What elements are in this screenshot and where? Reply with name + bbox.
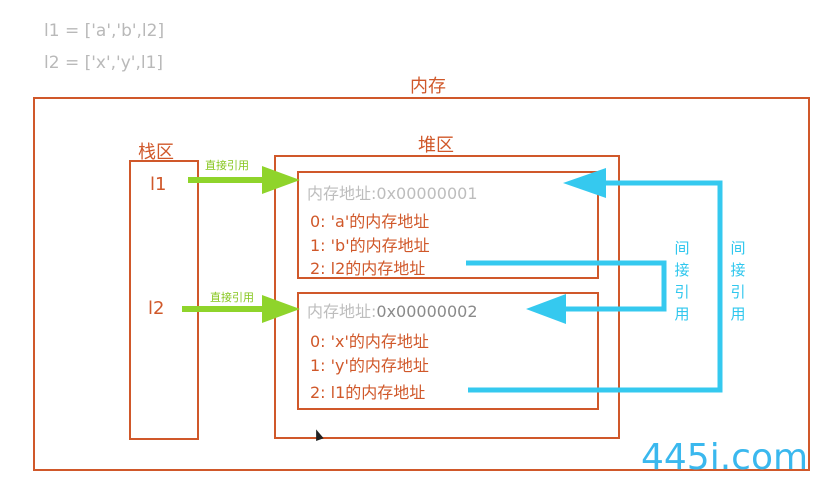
heap-label: 堆区	[418, 135, 454, 156]
object-l2-item-1: 1: 'y'的内存地址	[310, 356, 429, 375]
object-l2-item-2: 2: l1的内存地址	[310, 383, 426, 402]
indirect-ref-arrow-obj2-to-obj1	[468, 168, 723, 393]
stack-label: 栈区	[138, 142, 174, 163]
code-line-l1: l1 = ['a','b',l2]	[44, 21, 165, 41]
stack-box	[129, 160, 199, 440]
object-l1-item-1: 1: 'b'的内存地址	[310, 236, 430, 255]
heap-object-l1	[297, 171, 599, 279]
stack-var-l1: l1	[150, 174, 167, 195]
memory-label: 内存	[410, 76, 446, 97]
memory-box	[33, 97, 810, 471]
object-l1-item-0: 0: 'a'的内存地址	[310, 212, 430, 231]
object-l1-address: 内存地址:0x00000001	[307, 184, 478, 203]
code-line-l2: l2 = ['x','y',l1]	[44, 53, 164, 73]
direct-ref-arrow-l2	[182, 295, 300, 323]
heap-object-l2	[297, 292, 599, 410]
stack-var-l2: l2	[148, 298, 165, 319]
object-l2-address: 内存地址:0x00000002	[307, 302, 478, 321]
object-l2-item-0: 0: 'x'的内存地址	[310, 332, 429, 351]
direct-ref-label-2: 直接引用	[210, 291, 254, 304]
heap-box	[274, 155, 620, 439]
indirect-ref-label-2: 间 接 引 用	[730, 239, 746, 323]
direct-ref-label-1: 直接引用	[205, 159, 249, 172]
object-l1-item-2: 2: l2的内存地址	[310, 259, 426, 278]
direct-ref-arrow-l1	[188, 166, 300, 194]
indirect-ref-label-1: 间 接 引 用	[674, 239, 690, 323]
watermark: 445i.com	[641, 437, 809, 478]
indirect-ref-arrow-obj1-to-obj2	[466, 260, 667, 324]
